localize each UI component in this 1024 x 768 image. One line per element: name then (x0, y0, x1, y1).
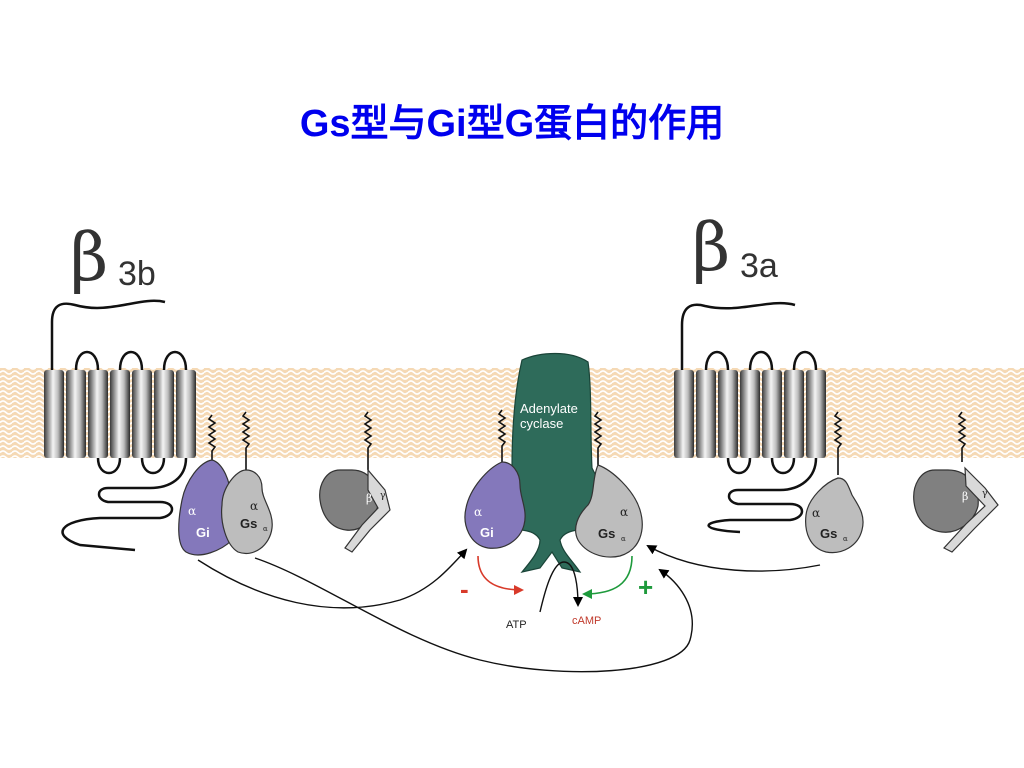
left-beta-symbol: β (366, 492, 372, 505)
translocation-arrows (197, 545, 821, 673)
center-gi-alpha-symbol: α (474, 505, 482, 519)
page-title: Gs型与Gi型G蛋白的作用 (299, 103, 725, 145)
inhibition-sign: - (460, 574, 469, 604)
left-gi-alpha-symbol: α (188, 504, 196, 518)
left-beta-gamma-complex: β γ (319, 468, 391, 553)
beta3a-symbol: β (692, 209, 730, 286)
lipid-anchors (207, 409, 967, 475)
left-gamma-symbol: γ (380, 491, 385, 501)
stimulate-arrow (582, 555, 633, 599)
atp-label: ATP (506, 619, 527, 631)
center-gs-protein: α Gs α (575, 464, 643, 558)
center-gi-protein: α Gi (464, 461, 526, 549)
left-gi-label: Gi (196, 525, 210, 540)
right-gs-alpha-symbol: α (812, 506, 820, 520)
stimulation-sign: + (638, 572, 653, 602)
right-beta-gamma-complex: β γ (913, 466, 999, 553)
left-gi-protein: α Gi (178, 459, 235, 556)
left-gs-alpha-sub: α (263, 525, 268, 533)
right-gs-label: Gs (820, 526, 837, 541)
beta3b-receptor: β 3b (44, 219, 196, 552)
adenylate-cyclase-label-line1: Adenylate (520, 401, 578, 416)
center-gs-alpha-sub: α (621, 535, 626, 543)
right-beta-symbol: β (962, 490, 968, 503)
right-gs-alpha-sub: α (843, 535, 848, 543)
beta3b-helices (44, 370, 196, 458)
left-gs-alpha-symbol: α (250, 499, 258, 513)
center-gs-label: Gs (598, 526, 615, 541)
right-gamma-symbol: γ (982, 489, 987, 499)
beta3a-helices (674, 370, 826, 458)
left-gs-protein: α Gs α (221, 469, 273, 554)
adenylate-cyclase-label-line2: cyclase (520, 416, 563, 431)
beta3b-symbol: β (70, 219, 108, 296)
camp-label: cAMP (572, 615, 601, 627)
beta3a-receptor: β 3a (674, 209, 826, 534)
right-gs-protein: α Gs α (805, 477, 864, 554)
beta3b-subscript: 3b (118, 255, 156, 293)
center-gi-label: Gi (480, 525, 494, 540)
left-gs-label: Gs (240, 516, 257, 531)
beta3a-subscript: 3a (740, 247, 778, 285)
inhibit-arrow (477, 555, 524, 595)
center-gs-alpha-symbol: α (620, 505, 628, 519)
